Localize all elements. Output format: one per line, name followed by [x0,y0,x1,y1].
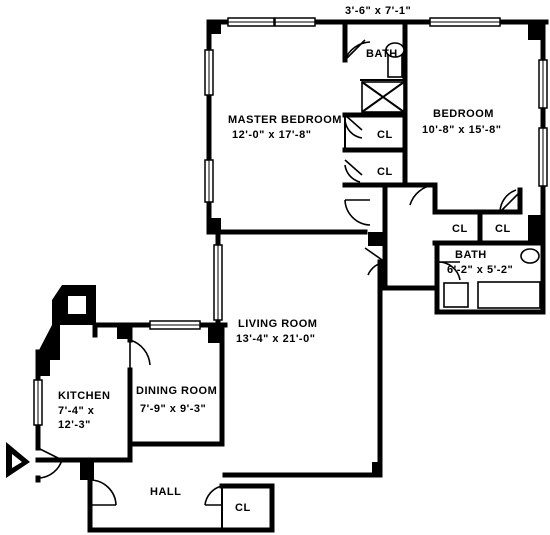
closet-master-1-label: CL [377,129,393,141]
bath-right-fixtures [443,248,541,309]
living-room-dims: 13'-4" x 21'-0" [236,333,315,345]
bath-right-dims: 6'-2" x 5'-2" [447,264,513,276]
closet-hall-label: CL [235,502,251,514]
bath-top-name: BATH [366,48,398,60]
living-room-walls [215,233,388,478]
dining-room-name: DINING ROOM [136,385,217,397]
bath-top-fixtures [361,42,405,113]
kitchen-name: KITCHEN [58,390,110,402]
living-room-name: LIVING ROOM [238,318,317,330]
kitchen-shaft [38,285,96,360]
top-bath-dimensions: 3'-6" x 7'-1" [345,5,411,17]
closet-bedroom-1-label: CL [452,223,468,235]
kitchen-dims-line-2: 12'-3" [58,419,91,431]
closet-bedroom-2-label: CL [495,223,511,235]
hall-name: HALL [150,486,181,498]
kitchen-dims-line-1: 7'-4" x [58,405,95,417]
doors [37,39,521,506]
bedroom-dims: 10'-8" x 15'-8" [422,124,501,136]
master-bedroom-dims: 12'-0" x 17'-8" [232,129,311,141]
closet-master-2-label: CL [377,166,393,178]
entry-arrow-icon [6,442,30,478]
bedroom-name: BEDROOM [433,108,494,120]
dining-room-dims: 7'-9" x 9'-3" [140,403,206,415]
master-bedroom-name: MASTER BEDROOM [228,114,342,126]
windows [33,17,548,426]
bath-right-name: BATH [455,249,487,261]
pillars [38,22,544,480]
